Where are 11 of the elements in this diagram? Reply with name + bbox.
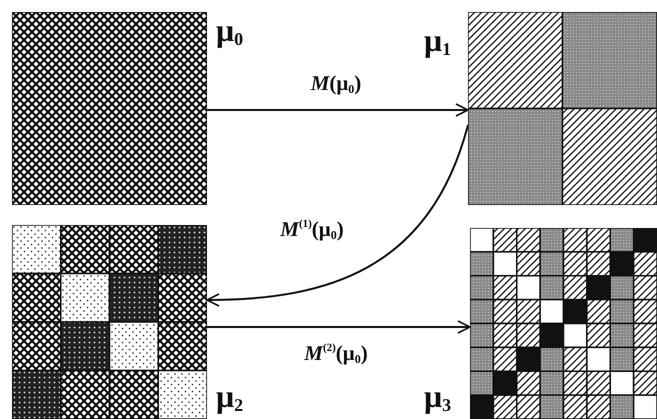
- pattern-grid-drawing: [12, 225, 207, 419]
- pattern-grid-drawing: [12, 12, 207, 205]
- arrow: [207, 320, 471, 334]
- measure-label: μ$_{2}$: [216, 380, 244, 414]
- arrow: [207, 103, 469, 117]
- measure-label: μ$_{1}$: [424, 24, 452, 58]
- pattern-grid-drawing: [470, 228, 657, 419]
- arrow: [206, 124, 469, 307]
- measure-label: μ$_{3}$: [424, 380, 452, 414]
- measure-label: μ$_{0}$: [216, 14, 244, 48]
- pattern-grid-drawing: [468, 12, 657, 205]
